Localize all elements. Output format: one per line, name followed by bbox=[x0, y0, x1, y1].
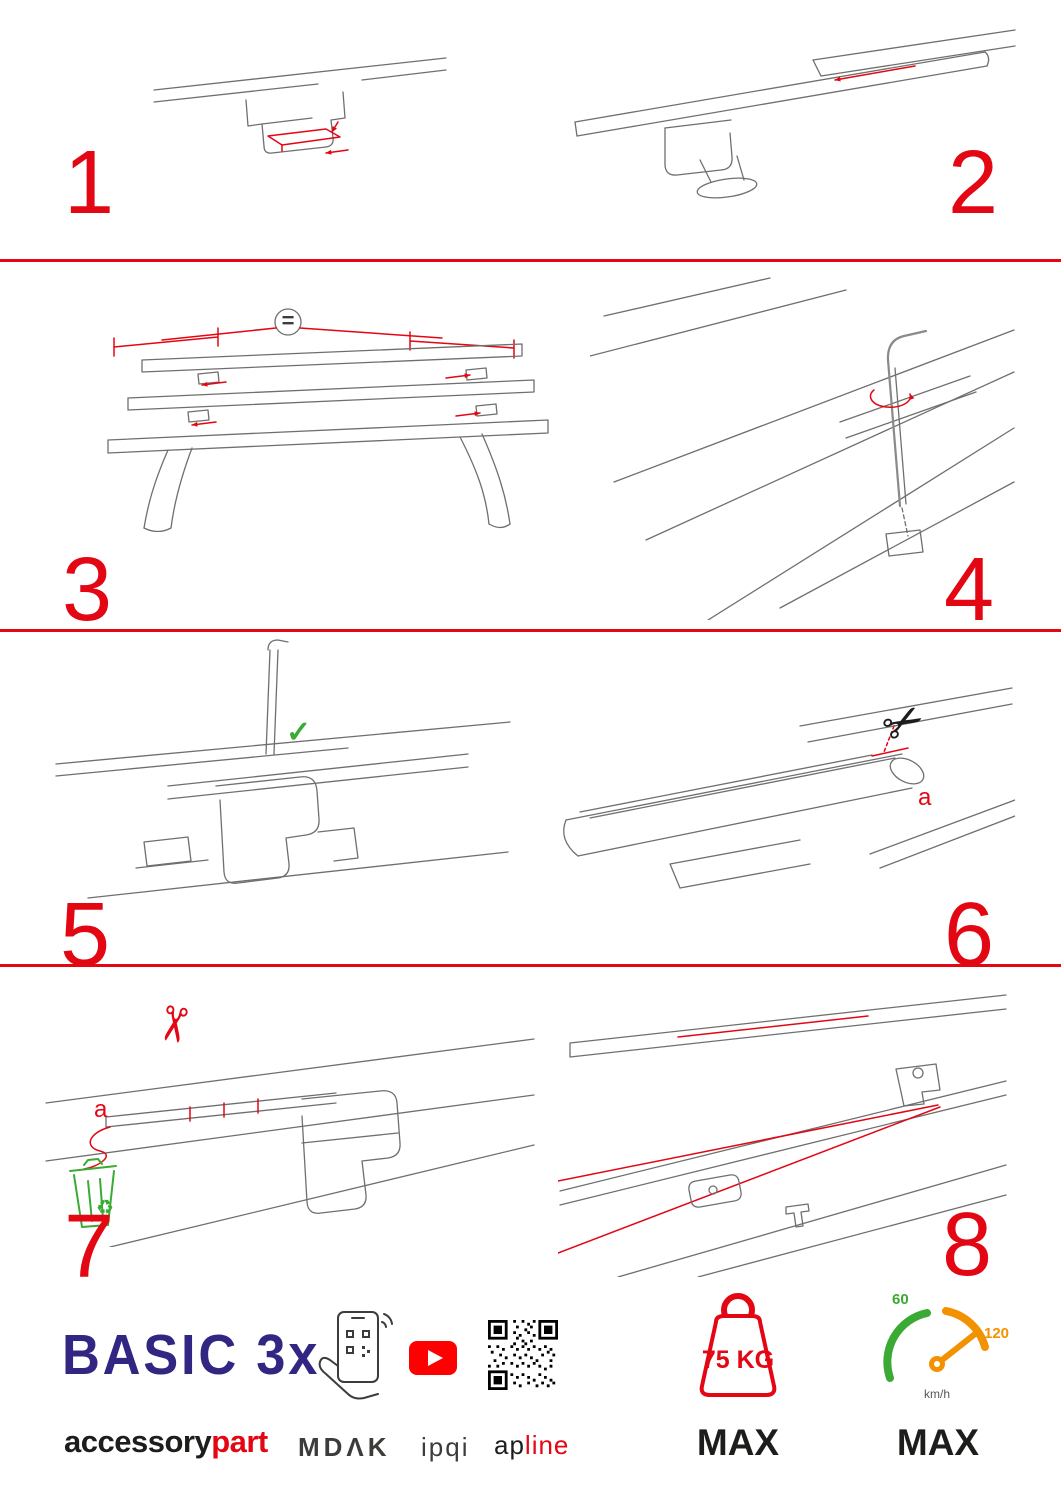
partner-apline-red: line bbox=[524, 1430, 570, 1460]
section-divider-3 bbox=[0, 964, 1061, 967]
step1-illustration bbox=[153, 57, 447, 155]
trash-can-icon bbox=[69, 1158, 117, 1228]
step-number-1: 1 bbox=[64, 133, 115, 233]
max-speed-label: MAX bbox=[896, 1422, 980, 1463]
equal-spacing-badge: = bbox=[281, 308, 295, 333]
max-load-label: MAX bbox=[696, 1422, 780, 1463]
partner-ipqi: ipqi bbox=[421, 1432, 470, 1462]
speed-tick-low: 60 bbox=[892, 1291, 909, 1308]
section-divider-2 bbox=[0, 629, 1061, 632]
partner-apline-black: ap bbox=[494, 1430, 525, 1460]
scissors-icon: ✂ bbox=[143, 999, 203, 1049]
step5-illustration bbox=[55, 639, 511, 899]
cut-point-label-a: a bbox=[918, 784, 932, 811]
max-load-weight-icon bbox=[699, 1293, 777, 1397]
check-icon: ✓ bbox=[286, 716, 312, 749]
section-divider-1 bbox=[0, 259, 1061, 262]
step-number-3: 3 bbox=[62, 540, 113, 640]
product-logo: BASIC 3x bbox=[62, 1323, 321, 1387]
step-number-4: 4 bbox=[944, 540, 995, 640]
phone-qr-scan-icon bbox=[318, 1311, 393, 1400]
step-number-8: 8 bbox=[942, 1195, 993, 1295]
cut-point-label-a: a bbox=[94, 1096, 108, 1123]
brand-wordmark-red: part bbox=[211, 1424, 268, 1459]
speed-tick-high: 120 bbox=[984, 1325, 1010, 1342]
speedometer-icon bbox=[883, 1307, 989, 1382]
partner-apline: apline bbox=[494, 1430, 569, 1461]
step4-illustration bbox=[590, 277, 1015, 620]
recycle-icon: ♻ bbox=[96, 1197, 114, 1219]
step2-illustration bbox=[574, 29, 1016, 199]
step-number-7: 7 bbox=[64, 1197, 115, 1297]
qr-code bbox=[488, 1320, 558, 1390]
speed-unit: km/h bbox=[923, 1387, 950, 1401]
step6-illustration bbox=[563, 687, 1015, 889]
step-number-2: 2 bbox=[948, 133, 999, 233]
youtube-icon bbox=[409, 1341, 457, 1375]
step3-illustration bbox=[107, 308, 549, 532]
brand-wordmark-black: accessory bbox=[64, 1424, 212, 1459]
partner-mdak: MDΛK bbox=[298, 1432, 391, 1462]
step8-illustration bbox=[558, 994, 1007, 1277]
max-load-value: 75 KG bbox=[701, 1346, 775, 1374]
brand-wordmark: accessorypart bbox=[64, 1424, 268, 1460]
step7-illustration bbox=[45, 1038, 535, 1247]
